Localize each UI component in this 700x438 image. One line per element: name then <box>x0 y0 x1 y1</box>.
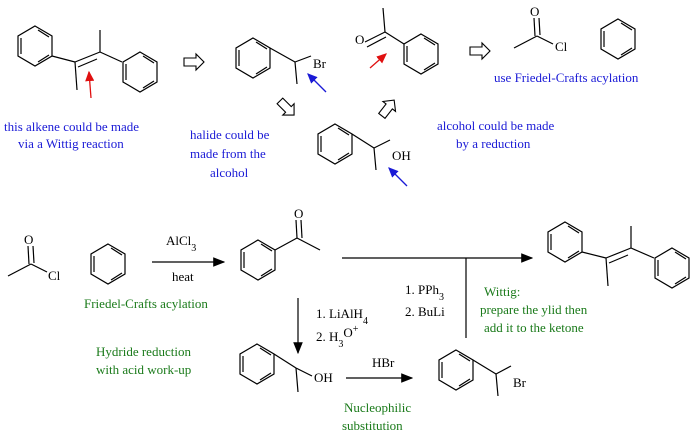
br-atom-bottom: Br <box>513 375 527 390</box>
o-atom-top: O <box>355 32 364 47</box>
reduction-step1: 1. LiAlH4 <box>316 306 368 327</box>
wittig-step2: 2. BuLi <box>405 304 445 319</box>
reduction-label: Hydride reduction with acid work-up <box>96 344 194 377</box>
o-atom-acyl-bottom: O <box>24 232 33 247</box>
acetyl-chloride-top: O Cl <box>513 4 568 54</box>
oh-atom-bottom: OH <box>314 370 333 385</box>
alkene-note: this alkene could be made via a Wittig r… <box>4 119 142 151</box>
br-atom: Br <box>313 56 327 71</box>
benzene-ring-right <box>122 51 158 93</box>
benzene-ring-left <box>17 25 53 67</box>
oh-atom-top: OH <box>392 148 411 163</box>
o-atom-acyl-top: O <box>530 4 539 19</box>
bromide-top: Br <box>235 37 327 93</box>
reduction-step2: 2. H3O+ <box>316 324 359 350</box>
benzene-bottom <box>90 243 126 285</box>
hbr-reagent: HBr <box>372 355 395 370</box>
disconnection-arrow-blue-1 <box>307 73 327 93</box>
fc-reagent: AlCl3 <box>166 233 196 254</box>
acetyl-chloride-bottom: O Cl <box>7 232 61 283</box>
fc-note: use Friedel-Crafts acylation <box>494 70 639 85</box>
target-alkene-bottom <box>547 221 690 289</box>
o-atom-ketone-bottom: O <box>294 206 303 221</box>
halide-note: halide could be made from the alcohol <box>190 127 273 180</box>
benzene-top <box>600 18 636 60</box>
cl-atom-bottom: Cl <box>48 268 61 283</box>
fc-label: Friedel-Crafts acylation <box>84 296 208 311</box>
disconnection-arrow-red-2 <box>369 53 387 69</box>
fc-condition: heat <box>172 269 194 284</box>
retro-arrow-4 <box>469 41 491 61</box>
retro-arrow-1 <box>183 52 205 72</box>
ketone-bottom: O <box>240 206 321 281</box>
target-alkene-top <box>17 25 158 99</box>
retro-arrow-2 <box>276 97 295 116</box>
alcohol-note: alcohol could be made by a reduction <box>437 118 558 151</box>
cl-atom-top: Cl <box>555 39 568 54</box>
alcohol-bottom: OH <box>239 343 333 393</box>
wittig-step1: 1. PPh3 <box>405 282 444 303</box>
alcohol-top: OH <box>317 123 411 187</box>
disconnection-arrow-blue-2 <box>388 167 408 187</box>
substitution-label: Nucleophilic substitution <box>342 400 414 433</box>
retro-arrow-3 <box>377 99 397 120</box>
ketone-top: O <box>355 7 439 75</box>
bromide-bottom: Br <box>438 349 527 397</box>
wittig-label: Wittig: prepare the ylid then add it to … <box>480 284 590 335</box>
disconnection-arrow-red <box>85 70 95 99</box>
